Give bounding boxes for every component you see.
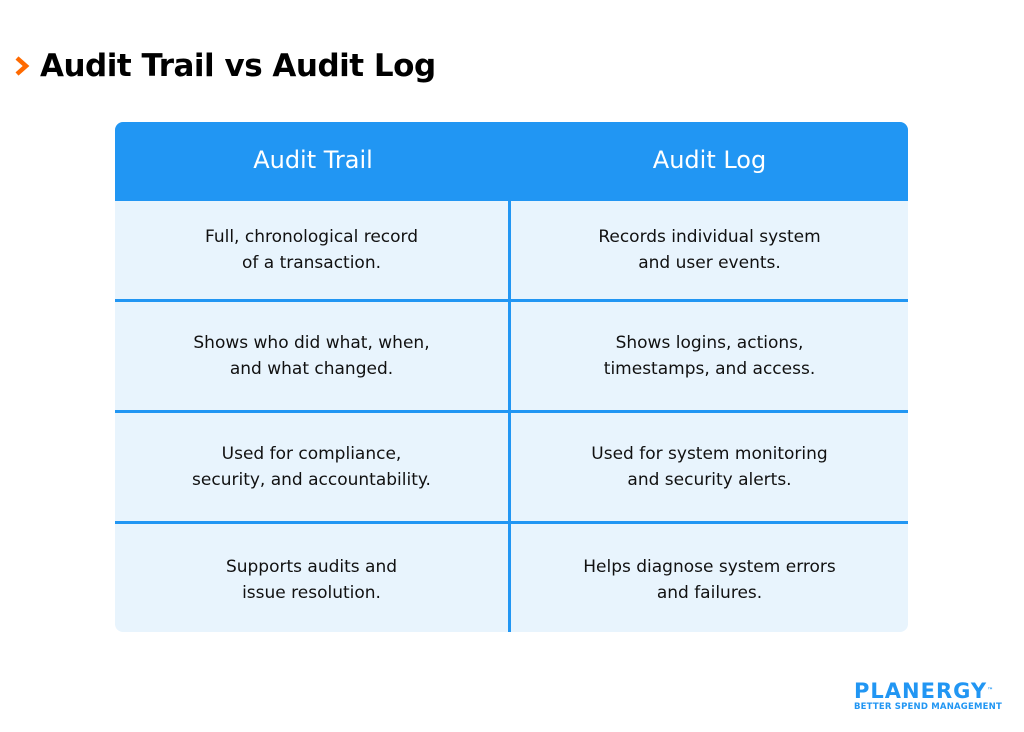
- planergy-logo: PLANERGY™ BETTER SPEND MANAGEMENT: [854, 680, 1002, 712]
- table-row: Full, chronological record of a transact…: [115, 198, 908, 299]
- chevron-right-icon: [15, 56, 30, 76]
- header-audit-trail: Audit Trail: [253, 146, 373, 174]
- cell-audit-trail: Shows who did what, when, and what chang…: [115, 302, 511, 410]
- cell-audit-trail: Supports audits and issue resolution.: [115, 524, 511, 632]
- comparison-table: Audit Trail Audit Log Full, chronologica…: [115, 122, 908, 632]
- cell-audit-log: Helps diagnose system errors and failure…: [583, 556, 836, 603]
- header-audit-log: Audit Log: [652, 146, 767, 174]
- table-row: Used for compliance, security, and accou…: [115, 410, 908, 521]
- logo-name: PLANERGY: [854, 679, 988, 703]
- table-row: Supports audits and issue resolution. He…: [115, 521, 908, 632]
- page-title: Audit Trail vs Audit Log: [40, 48, 436, 84]
- page-header: Audit Trail vs Audit Log: [14, 48, 436, 84]
- logo-trademark: ™: [987, 687, 995, 694]
- cell-audit-trail: Full, chronological record of a transact…: [115, 201, 511, 299]
- table-row: Shows who did what, when, and what chang…: [115, 299, 908, 410]
- cell-audit-log: Records individual system and user event…: [598, 227, 821, 273]
- cell-audit-trail: Used for compliance, security, and accou…: [115, 413, 511, 521]
- cell-audit-log: Shows logins, actions, timestamps, and a…: [603, 333, 816, 379]
- logo-tagline: BETTER SPEND MANAGEMENT: [854, 702, 1002, 712]
- cell-audit-log: Used for system monitoring and security …: [591, 444, 828, 490]
- table-header: Audit Trail Audit Log: [115, 122, 908, 198]
